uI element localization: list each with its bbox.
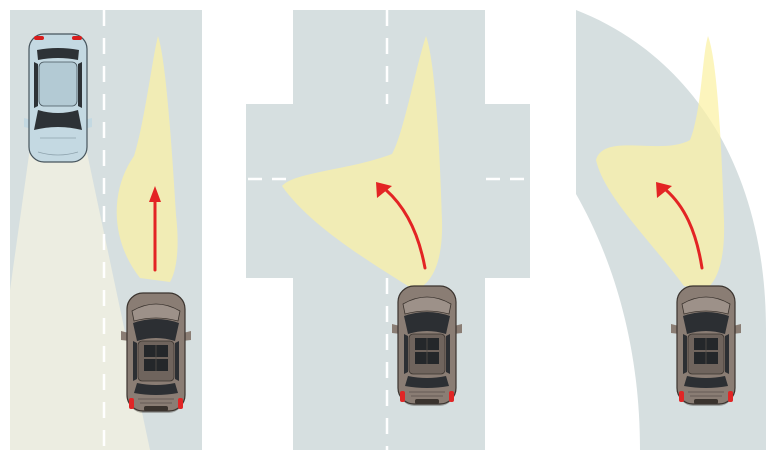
own-vehicle-panel2 — [392, 286, 462, 406]
oncoming-vehicle — [24, 34, 92, 162]
own-vehicle-panel3 — [671, 286, 741, 406]
panel-straight-road — [10, 10, 202, 450]
own-vehicle-panel1 — [121, 293, 191, 413]
panel-intersection — [246, 10, 530, 450]
panel-curved-road — [576, 10, 766, 450]
